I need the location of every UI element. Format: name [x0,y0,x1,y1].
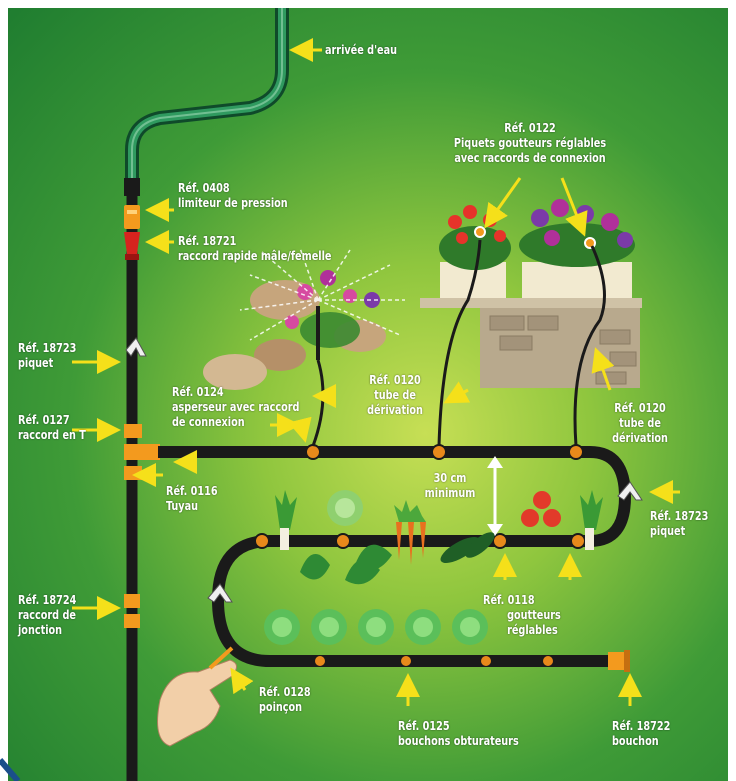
label-ref-18722: Réf. 18722 bouchon [612,718,670,748]
ref-0120a-l1: Réf. 0120 [352,372,438,387]
ref-18724-l2: jonction [18,622,76,637]
label-ref-18721: Réf. 18721 raccord rapide mâle/femelle [178,233,331,263]
label-arrivee-eau: arrivée d'eau [325,42,397,57]
supply-hose [132,8,282,178]
lettuce-row [264,609,488,645]
label-ref-0125: Réf. 0125 bouchons obturateurs [398,718,519,748]
quick-coupling [124,232,140,254]
junction-connector [124,594,140,608]
ref-0124: Réf. 0124 [172,384,299,399]
stone-wall [420,262,642,388]
label-ref-18723-loop: Réf. 18723 piquet [650,508,708,538]
label-ref-0124: Réf. 0124 asperseur avec raccord de conn… [172,384,299,429]
ref-0124-l1: asperseur avec raccord [172,399,299,414]
label-ref-18723-main: Réf. 18723 piquet [18,340,76,370]
label-ref-0116: Réf. 0116 Tuyau [166,483,218,513]
label-ref-0118: Réf. 0118 goutteurs réglables [483,592,561,637]
ref-18721: Réf. 18721 [178,233,331,248]
ref-0408: Réf. 0408 [178,180,288,195]
label-ref-0120-right: Réf. 0120 tube de dérivation [593,400,688,445]
label-ref-0128: Réf. 0128 poinçon [259,684,311,714]
ref-0127: Réf. 0127 [18,412,86,427]
ref-0120b-l3: dérivation [593,430,688,445]
ref-0408-desc: limiteur de pression [178,195,288,210]
ref-0116-desc: Tuyau [166,498,218,513]
distance-l1: 30 cm [424,470,476,485]
ref-0128: Réf. 0128 [259,684,311,699]
ref-18723b: Réf. 18723 [650,508,708,523]
label-ref-18724: Réf. 18724 raccord de jonction [18,592,76,637]
ref-18723a-desc: piquet [18,355,76,370]
ref-18724-l1: raccord de [18,607,76,622]
ref-0125: Réf. 0125 [398,718,519,733]
label-ref-0127: Réf. 0127 raccord en T [18,412,86,442]
ref-0124-l2: de connexion [172,414,299,429]
t-connector [124,424,142,438]
ref-0128-desc: poinçon [259,699,311,714]
label-ref-0408: Réf. 0408 limiteur de pression [178,180,288,210]
ref-18723b-desc: piquet [650,523,708,538]
distance-l2: minimum [424,485,476,500]
ref-0127-desc: raccord en T [18,427,86,442]
ref-18721-desc: raccord rapide mâle/femelle [178,248,331,263]
ref-18722-desc: bouchon [612,733,670,748]
label-ref-0120-left: Réf. 0120 tube de dérivation [352,372,438,417]
ref-0122: Réf. 0122 [440,120,621,135]
ref-0122-l2: avec raccords de connexion [440,150,621,165]
ref-0116: Réf. 0116 [166,483,218,498]
ref-18722: Réf. 18722 [612,718,670,733]
ref-18723a: Réf. 18723 [18,340,76,355]
ref-0122-l1: Piquets goutteurs réglables [440,135,621,150]
ref-0120b-l2: tube de [593,415,688,430]
hand-awl [158,648,237,746]
planter-flowers [439,199,635,270]
ref-0118: Réf. 0118 [483,592,561,607]
label-distance: 30 cm minimum [424,470,476,500]
pressure-limiter [124,178,140,196]
label-ref-0122: Réf. 0122 Piquets goutteurs réglables av… [440,120,621,165]
ref-0120b-l1: Réf. 0120 [593,400,688,415]
ref-0118-l1: goutteurs [507,607,561,622]
ref-0118-l2: réglables [507,622,561,637]
ref-0125-desc: bouchons obturateurs [398,733,519,748]
ref-0120a-l3: dérivation [352,402,438,417]
ref-0120a-l2: tube de [352,387,438,402]
ref-18724: Réf. 18724 [18,592,76,607]
